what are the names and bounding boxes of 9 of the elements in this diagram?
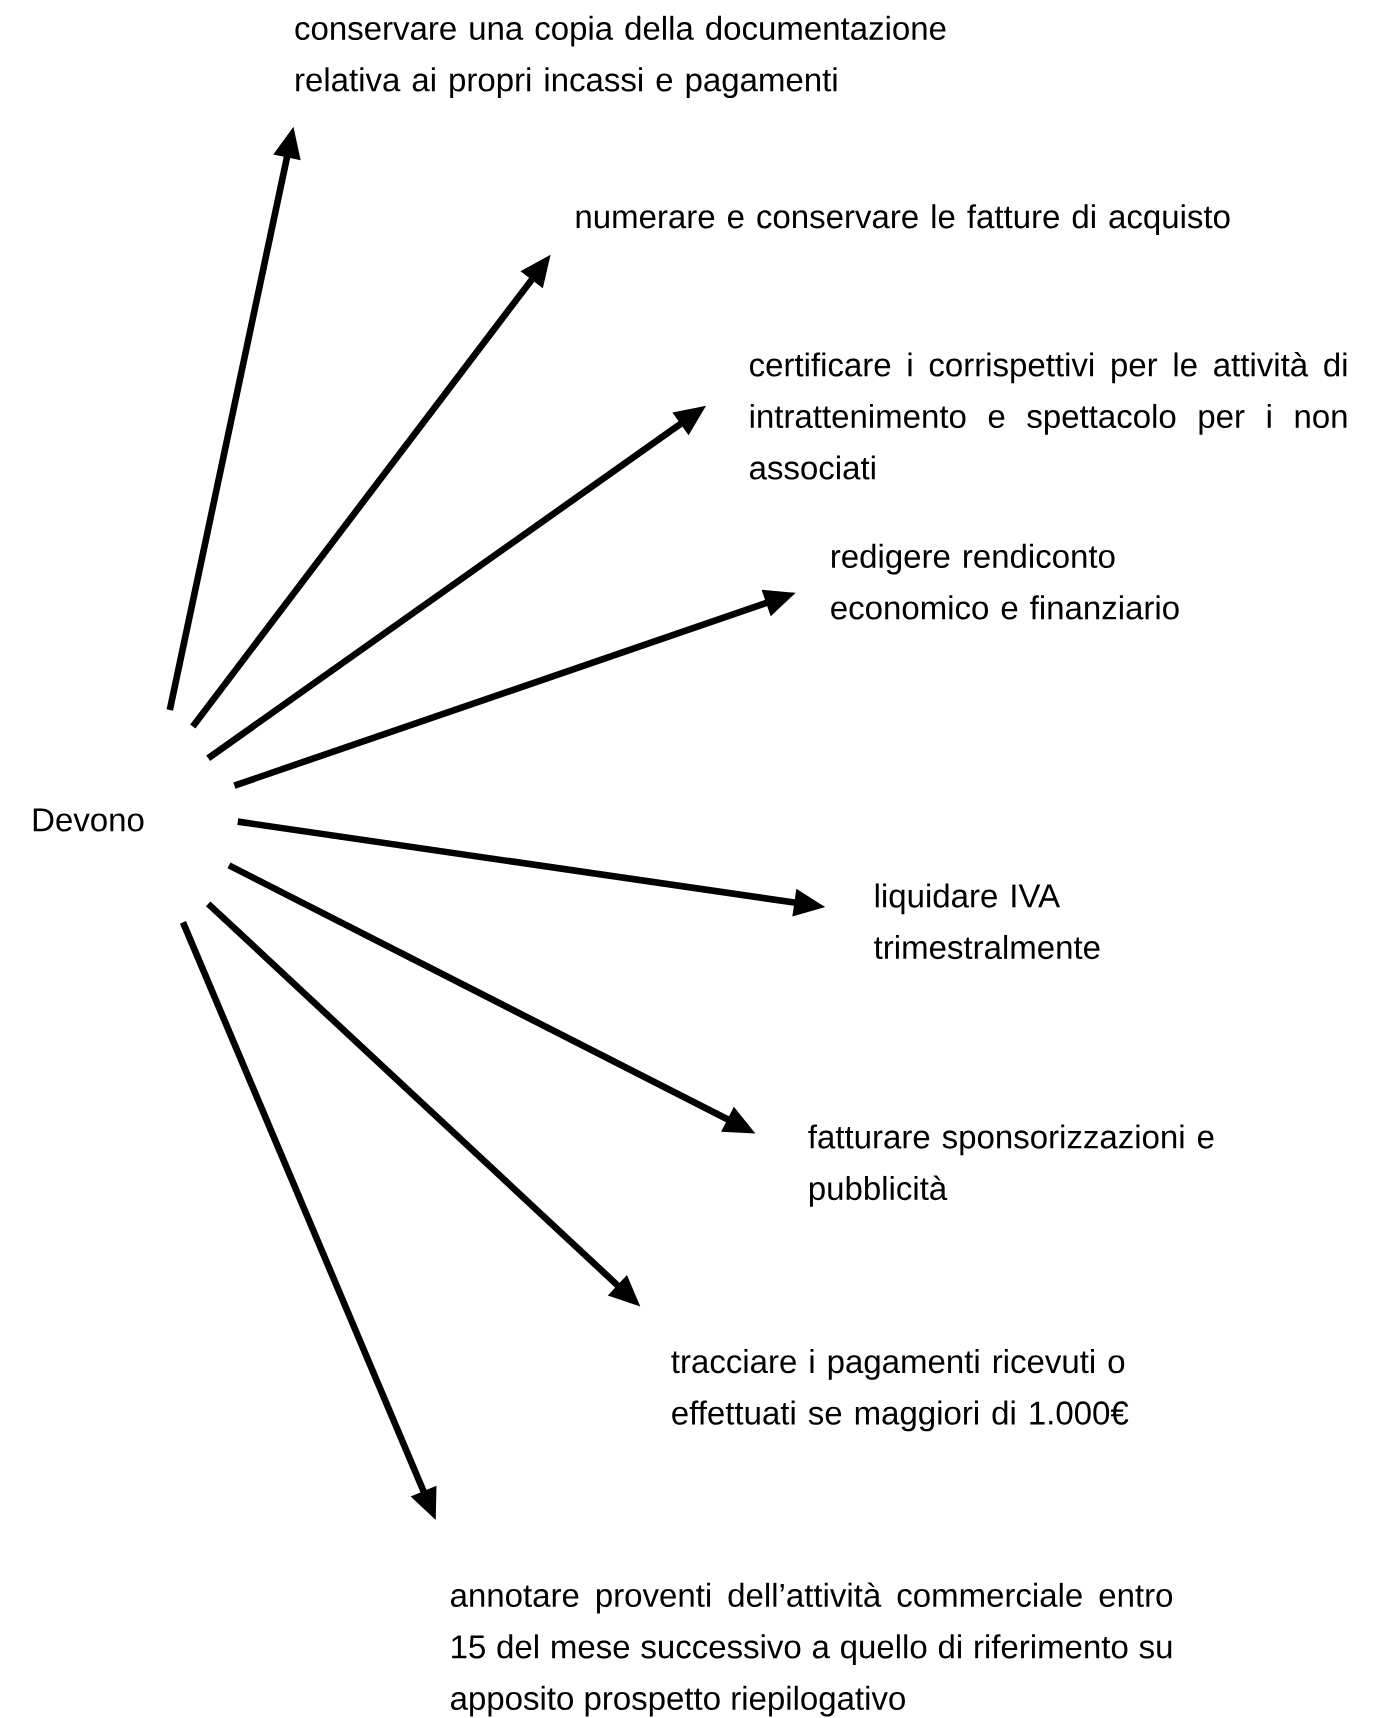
text-label: conservare una copia della documentazione relativa ai propri incassi e pagamenti [295,15,946,99]
text-label: certificare i corrispettivi per le attività di intrattenimento e spettacolo per i non associati [750,352,1347,480]
text-label: annotare proventi dell’attività commerciale entro 15 del mese successivo a quello di riferimento su apposito prospetto riepilogativo [451,1582,1173,1717]
text-label: liquidare IVA trimestralmente [874,883,1100,960]
text-label: Devono [33,808,144,832]
text-label: fatturare sponsorizzazioni e pubblicità [808,1124,1214,1207]
text-label: redigere rendiconto economico e finanziario [831,543,1179,620]
text-label: tracciare i pagamenti ricevuti o effettuati se maggiori di 1.000€ [671,1349,1129,1432]
text-label: numerare e conservare le fatture di acquisto [576,204,1230,235]
